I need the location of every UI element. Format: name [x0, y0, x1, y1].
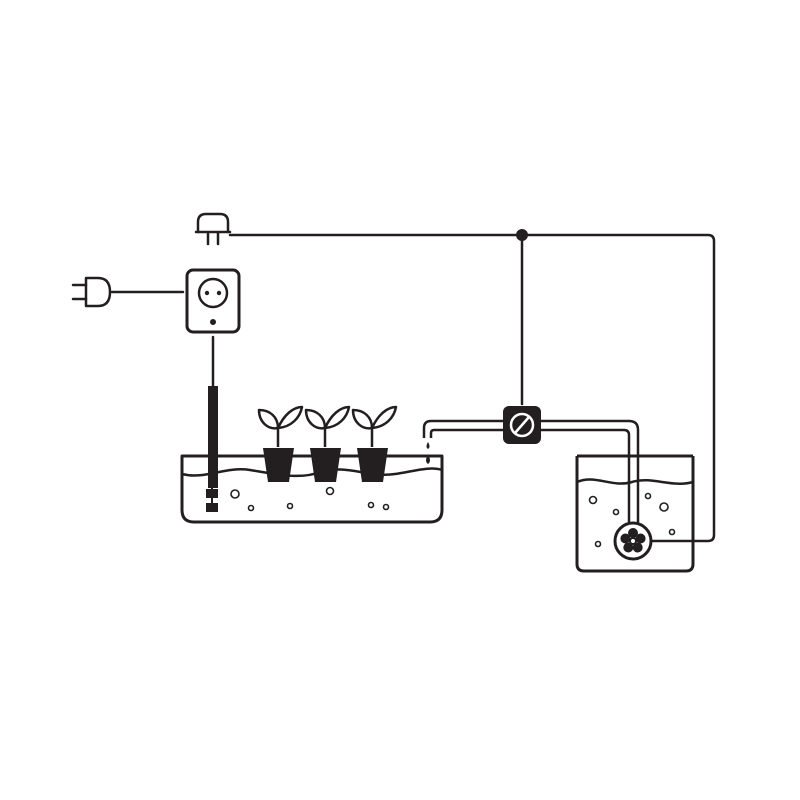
water-drops: [426, 442, 430, 464]
float-switch-icon: [206, 386, 218, 512]
wire-junction: [516, 229, 528, 241]
tray-icon: [180, 454, 444, 524]
tray-bubbles: [230, 486, 390, 512]
reservoir-bubbles: [588, 492, 676, 548]
reservoir-water-line: [576, 478, 694, 485]
socket-icon: [185, 268, 241, 334]
tank-icon: [575, 454, 695, 573]
tray-water-line: [181, 467, 443, 478]
seedling-icon: [351, 405, 398, 482]
valve-icon: [503, 406, 541, 444]
plug-icon: [194, 212, 232, 246]
power-bus-wire: [228, 233, 716, 543]
seedling-icon: [257, 405, 304, 482]
wiring: [110, 233, 716, 543]
seedling-icon: [304, 405, 351, 482]
plug-icon: [71, 276, 112, 308]
pump-icon: [613, 521, 653, 561]
